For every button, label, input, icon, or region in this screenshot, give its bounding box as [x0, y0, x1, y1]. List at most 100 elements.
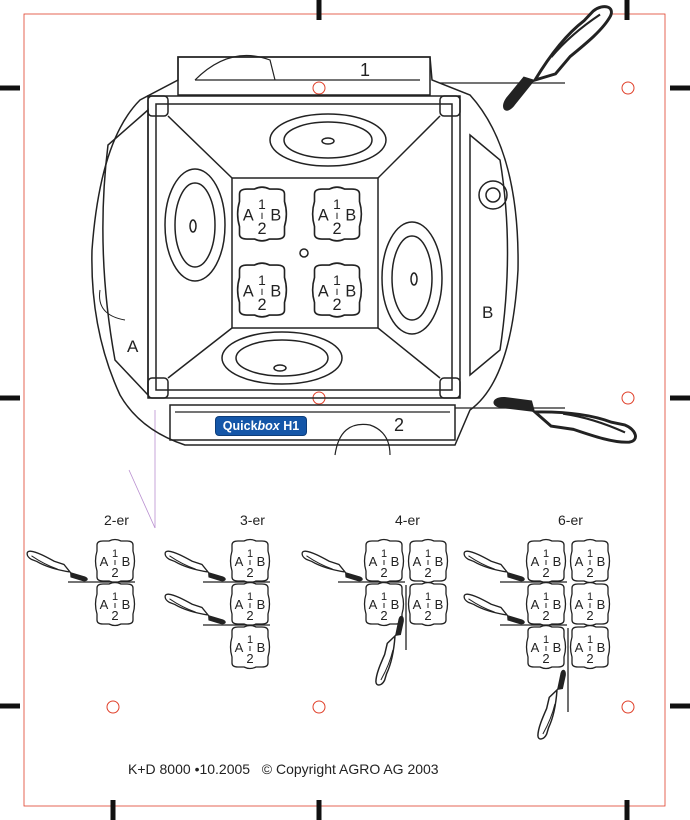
- socket-number-bottom: 2: [586, 608, 593, 623]
- socket-letter-b: B: [345, 206, 356, 224]
- socket-number-top: 1: [258, 273, 266, 288]
- socket-letter-a: A: [575, 597, 584, 612]
- socket-letter-b: B: [597, 554, 606, 569]
- socket-letter-a: A: [531, 640, 540, 655]
- side-label-top: 1: [360, 60, 370, 80]
- socket-letter-a: A: [235, 554, 244, 569]
- socket-letter-a: A: [243, 282, 254, 300]
- socket-number-top: 1: [333, 197, 341, 212]
- socket-number-bottom: 2: [246, 651, 253, 666]
- socket-letter-b: B: [553, 554, 562, 569]
- socket-number-top: 1: [112, 548, 118, 560]
- socket-number-bottom: 2: [542, 651, 549, 666]
- footer-copyright: © Copyright AGRO AG 2003: [261, 761, 439, 777]
- footer-date: •10.2005: [194, 761, 251, 777]
- socket-number-bottom: 2: [586, 651, 593, 666]
- socket-letter-b: B: [270, 282, 281, 300]
- socket-letter-a: A: [100, 554, 109, 569]
- socket-number-bottom: 2: [424, 565, 431, 580]
- socket-letter-a: A: [531, 554, 540, 569]
- socket-letter-a: A: [235, 597, 244, 612]
- footer-doc: K+D 8000: [128, 761, 191, 777]
- socket-letter-a: A: [369, 597, 378, 612]
- socket-letter-a: A: [575, 554, 584, 569]
- side-label-left: A: [127, 337, 139, 356]
- socket-letter-b: B: [257, 597, 266, 612]
- socket-number-top: 1: [587, 634, 593, 646]
- group-label-6er: 6-er: [558, 512, 583, 528]
- socket-number-top: 1: [543, 634, 549, 646]
- socket-letter-b: B: [553, 597, 562, 612]
- group-2er: [68, 538, 136, 627]
- socket-letter-b: B: [391, 554, 400, 569]
- quickbox-housing: [91, 54, 565, 456]
- group-label-3er: 3-er: [240, 512, 265, 528]
- socket-number-bottom: 2: [332, 220, 341, 238]
- group-4er: [338, 538, 449, 650]
- socket-number-top: 1: [247, 591, 253, 603]
- group-label-2er: 2-er: [104, 512, 129, 528]
- socket-number-bottom: 2: [332, 296, 341, 314]
- socket-number-bottom: 2: [424, 608, 431, 623]
- socket-letter-a: A: [318, 206, 329, 224]
- group-label-4er: 4-er: [395, 512, 420, 528]
- group-3er: [203, 538, 271, 670]
- socket-number-top: 1: [381, 591, 387, 603]
- socket-letter-a: A: [369, 554, 378, 569]
- socket-number-bottom: 2: [111, 608, 118, 623]
- socket-number-top: 1: [587, 591, 593, 603]
- socket-number-bottom: 2: [586, 565, 593, 580]
- socket-letter-b: B: [553, 640, 562, 655]
- socket-letter-b: B: [257, 554, 266, 569]
- socket-letter-b: B: [597, 640, 606, 655]
- socket-letter-a: A: [100, 597, 109, 612]
- socket-number-top: 1: [247, 634, 253, 646]
- socket-number-top: 1: [587, 548, 593, 560]
- socket-letter-a: A: [318, 282, 329, 300]
- socket-number-top: 1: [381, 548, 387, 560]
- socket-number-bottom: 2: [246, 608, 253, 623]
- socket-number-bottom: 2: [257, 220, 266, 238]
- quickbox-brand-badge: Quickbox H1: [216, 417, 306, 435]
- socket-letter-a: A: [531, 597, 540, 612]
- socket-letter-b: B: [435, 597, 444, 612]
- side-label-bottom: 2: [394, 415, 404, 435]
- group-6er: [500, 538, 611, 712]
- socket-number-top: 1: [112, 591, 118, 603]
- socket-letter-b: B: [435, 554, 444, 569]
- socket-number-top: 1: [543, 591, 549, 603]
- socket-number-top: 1: [333, 273, 341, 288]
- socket-letter-a: A: [235, 640, 244, 655]
- socket-number-bottom: 2: [257, 296, 266, 314]
- brand-part1: Quick: [222, 419, 258, 433]
- socket-number-bottom: 2: [542, 565, 549, 580]
- socket-number-bottom: 2: [246, 565, 253, 580]
- socket-letter-b: B: [391, 597, 400, 612]
- socket-letter-a: A: [243, 206, 254, 224]
- socket-letter-b: B: [270, 206, 281, 224]
- socket-letter-a: A: [575, 640, 584, 655]
- socket-letter-b: B: [122, 597, 131, 612]
- socket-number-top: 1: [425, 548, 431, 560]
- socket-number-bottom: 2: [542, 608, 549, 623]
- registration-circle-icon: [106, 81, 635, 714]
- socket-letter-a: A: [413, 597, 422, 612]
- socket-letter-b: B: [345, 282, 356, 300]
- side-label-right: B: [482, 303, 493, 322]
- socket-number-top: 1: [247, 548, 253, 560]
- socket-number-top: 1: [258, 197, 266, 212]
- socket-number-top: 1: [543, 548, 549, 560]
- brand-part3: H1: [279, 419, 300, 433]
- brand-part2: box: [257, 419, 280, 433]
- socket-letter-b: B: [122, 554, 131, 569]
- socket-number-bottom: 2: [111, 565, 118, 580]
- socket-letter-b: B: [597, 597, 606, 612]
- socket-number-bottom: 2: [380, 608, 387, 623]
- footer: K+D 8000 •10.2005 © Copyright AGRO AG 20…: [128, 761, 439, 777]
- socket-letter-a: A: [413, 554, 422, 569]
- socket-number-top: 1: [425, 591, 431, 603]
- socket-number-bottom: 2: [380, 565, 387, 580]
